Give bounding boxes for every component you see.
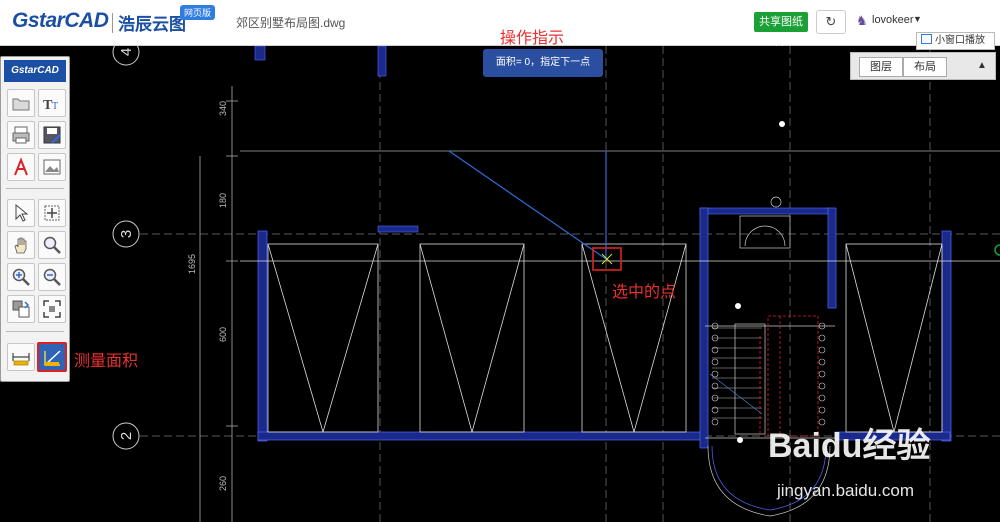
haochen-logo: 浩辰云图: [118, 15, 186, 34]
ruler-icon: [12, 353, 30, 366]
folder-icon: [12, 98, 30, 111]
baidu-watermark: Baidu经验: [768, 427, 931, 465]
toolbar-divider: [6, 331, 64, 332]
small-window-play-button[interactable]: 小窗口播放: [916, 32, 995, 50]
zoom-out-icon: [43, 268, 61, 286]
select-button[interactable]: [7, 199, 35, 227]
axis-label-4: 4: [118, 48, 135, 56]
drawing-canvas[interactable]: 340 180 1695 600 260 4 3 2: [0, 46, 1000, 522]
top-header: GstarCAD 浩辰云图 网页版 郊区别墅布局图.dwg 共享图纸库 ↻ ♞ …: [0, 0, 1000, 48]
printer-icon: [12, 126, 30, 144]
zoom-extents-icon: [43, 300, 61, 318]
export-pdf-button[interactable]: [7, 153, 35, 181]
save-as-button[interactable]: [38, 121, 66, 149]
zoom-window-icon: [44, 205, 60, 221]
small-window-label: 小窗口播放: [935, 35, 985, 46]
measure-distance-button[interactable]: [7, 343, 35, 371]
zoom-previous-icon: [12, 300, 30, 318]
annotation-selected-point: 选中的点: [612, 284, 677, 301]
cursor-icon: [15, 203, 29, 222]
zoom-in-button[interactable]: [7, 263, 35, 291]
export-image-button[interactable]: [38, 153, 66, 181]
zoom-extents-button[interactable]: [38, 295, 66, 323]
gstarcad-logo: GstarCAD: [12, 9, 109, 32]
logo-divider: [112, 13, 113, 33]
refresh-icon: ↻: [825, 14, 837, 29]
zoom-out-button[interactable]: [38, 263, 66, 291]
file-title: 郊区别墅布局图.dwg: [236, 16, 346, 30]
command-hint-box: 面积= 0，指定下一点: [483, 49, 603, 77]
layer-layout-panel: 图层 布局 ▲: [850, 52, 996, 80]
measure-area-button[interactable]: [37, 342, 67, 372]
toolbar-logo: GstarCAD: [4, 60, 66, 82]
toolbar-divider: [6, 188, 64, 189]
dim-180: 180: [218, 193, 228, 208]
chevron-down-icon[interactable]: ▼: [913, 14, 922, 24]
pdf-icon: [14, 157, 28, 176]
annotation-measure-area: 测量面积: [74, 353, 139, 370]
zoom-realtime-button[interactable]: [38, 231, 66, 259]
pan-button[interactable]: [7, 231, 35, 259]
hand-icon: [14, 237, 27, 254]
dim-340: 340: [218, 101, 228, 116]
zoom-window-button[interactable]: [38, 199, 66, 227]
selected-point-marker: [592, 247, 622, 271]
axis-label-3: 3: [118, 230, 135, 238]
dim-600: 600: [218, 327, 228, 342]
zoom-in-icon: [12, 268, 30, 286]
zoom-previous-button[interactable]: [7, 295, 35, 323]
share-library-button[interactable]: 共享图纸库: [754, 12, 808, 48]
svg-text:T: T: [52, 101, 58, 112]
window-icon: [921, 34, 932, 44]
collapse-arrow-icon[interactable]: ▲: [977, 60, 987, 71]
cad-drawing: 340 180 1695 600 260 4 3 2: [112, 46, 1000, 522]
annotation-operation-hint: 操作指示: [500, 30, 565, 47]
refresh-button[interactable]: ↻: [816, 10, 846, 34]
image-icon: [43, 159, 61, 175]
axis-label-2: 2: [118, 432, 135, 440]
print-button[interactable]: [7, 121, 35, 149]
user-name[interactable]: lovokeer: [872, 14, 914, 26]
svg-text:T: T: [43, 98, 53, 113]
magnifier-icon: [43, 236, 61, 254]
watermark-url: jingyan.baidu.com: [777, 481, 915, 500]
tab-layout[interactable]: 布局: [903, 57, 947, 77]
tab-layers[interactable]: 图层: [859, 57, 903, 77]
open-file-button[interactable]: [7, 89, 35, 117]
web-version-badge: 网页版: [180, 5, 216, 20]
user-avatar-icon[interactable]: ♞: [856, 13, 868, 28]
save-icon: [43, 126, 61, 144]
dim-1695: 1695: [187, 254, 197, 274]
area-measure-icon: [44, 350, 61, 366]
dim-260: 260: [218, 476, 228, 491]
